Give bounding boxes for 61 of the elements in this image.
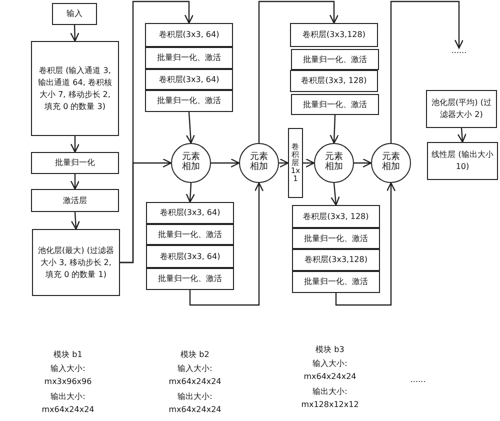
layer-box: 批量归一化、激活 — [145, 47, 233, 69]
arrow — [70, 212, 80, 230]
layer-box: 池化层(最大) (过滤器大小 3, 移动步长 2, 填充 0 的数量 1) — [32, 229, 120, 296]
note-text: 输出大小: — [50, 391, 86, 402]
layer-box: 卷积层(3x3, 128) — [292, 205, 380, 228]
arrow — [186, 112, 196, 144]
add-circle: 元素相加 — [371, 143, 411, 183]
layer-box: 卷积层(3x3, 64) — [145, 23, 233, 47]
arrow — [211, 158, 240, 168]
layer-box: 批量归一化、激活 — [145, 90, 233, 112]
layer-box: 批量归一化、激活 — [291, 49, 379, 70]
note-text: mx64x24x24 — [168, 377, 222, 386]
layer-box: 卷积层(3x3, 128) — [290, 70, 378, 92]
layer-box: 池化层(平均) (过滤器大小 2) — [426, 90, 497, 128]
arrow — [303, 158, 315, 168]
layer-box: 批量归一化、激活 — [292, 228, 380, 249]
layer-box: 卷积层(3x3,128) — [290, 23, 378, 47]
layer-box: 批量归一化、激活 — [291, 94, 379, 115]
note-text: 模块 b1 — [54, 349, 82, 360]
arrow — [330, 182, 340, 206]
note-text: mx64x24x24 — [304, 372, 356, 381]
arrow — [120, 158, 172, 264]
layer-box: 卷积层(3x3, 64) — [146, 245, 234, 268]
layer-box: 卷积层(3x3,128) — [292, 249, 380, 271]
layer-box: 输入 — [52, 3, 97, 25]
note-text: mx3x96x96 — [44, 377, 92, 386]
arrow — [335, 182, 396, 306]
arrow — [457, 128, 467, 143]
layer-box: 卷积层(3x3, 64) — [146, 202, 234, 224]
layer-box: 批量归一化 — [31, 152, 119, 174]
note-text: 输入大小: — [50, 363, 86, 374]
arrow — [258, 0, 339, 143]
note-text: 模块 b3 — [316, 344, 344, 355]
note-text: 输入大小: — [312, 358, 348, 369]
note-text: mx64x24x24 — [168, 405, 222, 414]
note-text: ...... — [410, 375, 426, 384]
add-circle: 元素相加 — [171, 143, 211, 183]
note-text: mx64x24x24 — [42, 405, 94, 414]
add-circle: 元素相加 — [314, 143, 354, 183]
note-text: 输入大小: — [178, 363, 212, 374]
arrow — [279, 158, 289, 168]
arrow — [390, 0, 464, 143]
arrow — [186, 182, 196, 203]
arrow — [330, 114, 339, 144]
note-text: 输出大小: — [178, 391, 212, 402]
note-text: 模块 b2 — [180, 349, 210, 360]
note-text: 输出大小: — [312, 386, 348, 397]
layer-box: 卷积层 (输入通道 3, 输出通道 64, 卷积核大小 7, 移动步长 2, 填充 0 的数量 3) — [31, 41, 119, 136]
arrow — [70, 24, 80, 42]
layer-box: 激活层 — [31, 189, 119, 212]
arrow — [189, 182, 264, 306]
arrow — [354, 158, 372, 168]
note-text: mx128x12x12 — [301, 400, 359, 409]
arrow — [70, 174, 80, 190]
layer-box: 线性层 (输出大小 10) — [427, 142, 498, 180]
layer-box: 批量归一化、激活 — [146, 268, 234, 290]
layer-box: 卷积层(3x3, 64) — [145, 69, 233, 90]
layer-box: 批量归一化、激活 — [146, 224, 234, 245]
layer-box: 批量归一化、激活 — [292, 271, 380, 293]
arrow — [70, 136, 80, 153]
add-circle: 元素相加 — [239, 143, 279, 183]
